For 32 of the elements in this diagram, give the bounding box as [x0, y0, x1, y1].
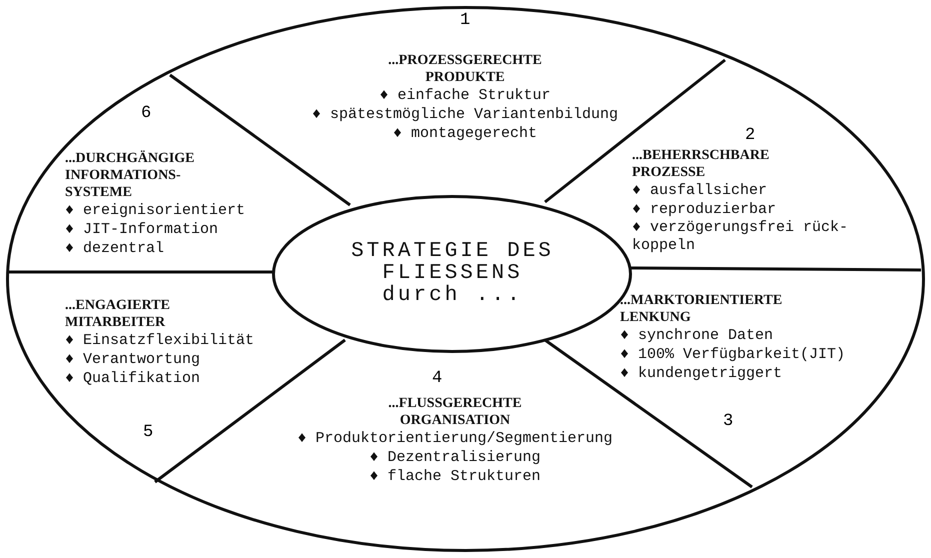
bullet-item: ♦ kundengetriggert	[620, 365, 782, 383]
bullet-item: ♦ spätestmögliche Variantenbildung	[312, 106, 618, 124]
segment-heading: ...BEHERRSCHBARE PROZESSE	[632, 147, 770, 181]
bullet-item: ♦ JIT-Information	[65, 221, 218, 239]
segment-number: 4	[432, 370, 442, 388]
segment-heading: ...FLUSSGERECHTE ORGANISATION	[387, 395, 523, 429]
bullet-item: ♦ Qualifikation	[65, 370, 200, 388]
segment-number: 5	[143, 424, 154, 442]
segment-heading: ...ENGAGIERTE MITARBEITER	[65, 297, 171, 331]
bullet-item: ♦ 100% Verfügbarkeit(JIT)	[620, 346, 846, 364]
bullet-item: ♦ flache Strukturen	[369, 468, 541, 486]
bullet-item: ♦ einfache Struktur	[379, 87, 551, 105]
outer-ellipse	[6, 6, 925, 552]
segment-heading: ...PROZESSGERECHTE PRODUKTE	[387, 52, 543, 86]
segment-number: 2	[745, 127, 756, 145]
bullet-item: ♦ Einsatzflexibilität	[65, 332, 254, 350]
segment-number: 6	[141, 105, 152, 123]
segment-heading: ...DURCHGÄNGIGE INFORMATIONS- SYSTEME	[65, 150, 196, 201]
bullet-item: ♦ Dezentralisierung	[369, 449, 541, 467]
bullet-item: ♦ dezentral	[65, 240, 164, 258]
bullet-item: ♦ synchrone Daten	[620, 327, 774, 345]
bullet-item: ♦ montagegerecht	[392, 125, 538, 143]
bullet-item: ♦ reproduzierbar	[632, 201, 776, 219]
bullet-item: ♦ Verantwortung	[65, 351, 200, 369]
segment-number: 3	[723, 413, 734, 431]
segment-heading: ...MARKTORIENTIERTE LENKUNG	[620, 292, 784, 326]
segment-number: 1	[460, 12, 470, 30]
bullet-item: ♦ verzögerungsfrei rück- koppeln	[632, 219, 850, 255]
bullet-item: ♦ ereignisorientiert	[65, 202, 246, 220]
center-title: STRATEGIE DES FLIESSENS durch ...	[350, 241, 555, 307]
bullet-item: ♦ ausfallsicher	[632, 182, 768, 200]
bullet-item: ♦ Produktorientierung/Segmentierung	[297, 430, 613, 448]
